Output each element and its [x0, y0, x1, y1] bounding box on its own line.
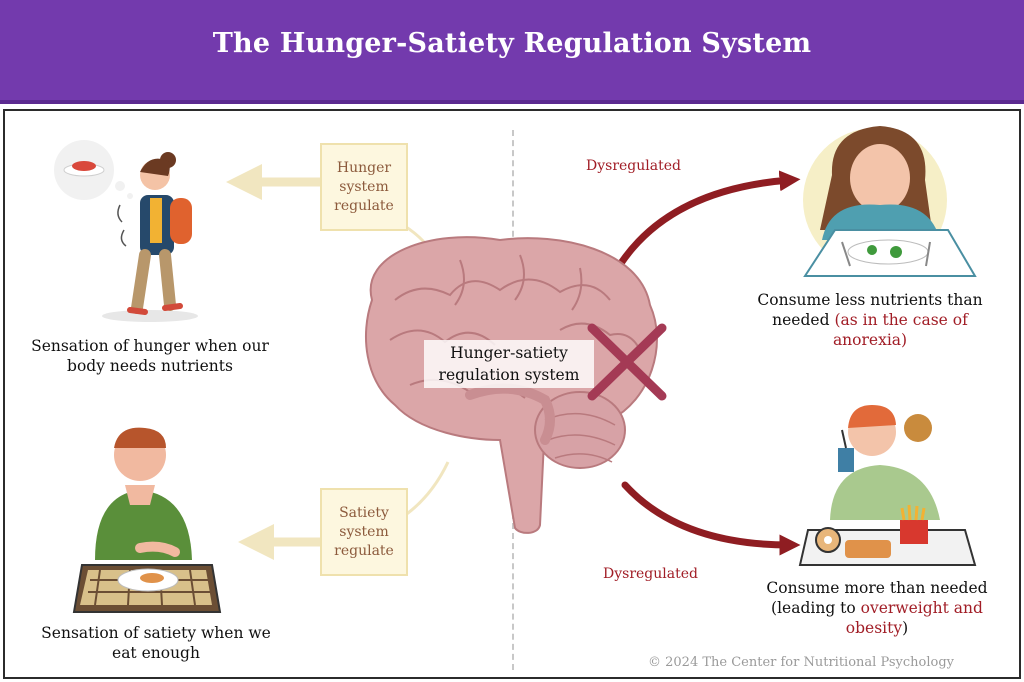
- obesity-note: overweight and obesity: [845, 599, 983, 637]
- dysregulated-arrow-bottom: [621, 481, 801, 556]
- page-title: The Hunger-Satiety Regulation System: [212, 28, 812, 59]
- title-banner: The Hunger-Satiety Regulation System: [0, 0, 1024, 104]
- dysfunction-cross-icon: [587, 323, 667, 401]
- sad-girl-illustration: [803, 126, 977, 277]
- anorexia-note: (as in the case of anorexia): [832, 311, 968, 349]
- hungry-girl-illustration: [54, 140, 198, 322]
- satiety-regulate-box: Satiety system regulate: [320, 488, 408, 576]
- dysregulated-label-top: Dysregulated: [586, 158, 681, 174]
- consume-more-close: ): [902, 619, 909, 637]
- center-label-text: Hunger-satiety regulation system: [438, 344, 580, 384]
- satiety-caption: Sensation of satiety when we eat enough: [41, 624, 271, 662]
- consume-more-caption: Consume more than needed (leading to ove…: [752, 578, 1002, 638]
- hunger-regulate-box: Hunger system regulate: [320, 143, 408, 231]
- dysregulated-arrow-top: [608, 170, 801, 282]
- consume-less-text: Consume less nutrients than needed: [757, 291, 983, 329]
- copyright-text: © 2024 The Center for Nutritional Psycho…: [648, 655, 954, 670]
- overeating-boy-illustration: [798, 405, 977, 566]
- dysregulated-label-bottom: Dysregulated: [603, 566, 698, 582]
- hunger-caption: Sensation of hunger when our body needs …: [31, 337, 269, 375]
- diagram-frame: [3, 109, 1021, 679]
- satisfied-man-illustration: [72, 427, 222, 613]
- center-label: Hunger-satiety regulation system: [424, 340, 594, 388]
- consume-more-text: Consume more than needed (leading to: [766, 579, 988, 617]
- consume-less-caption: Consume less nutrients than needed (as i…: [752, 290, 988, 350]
